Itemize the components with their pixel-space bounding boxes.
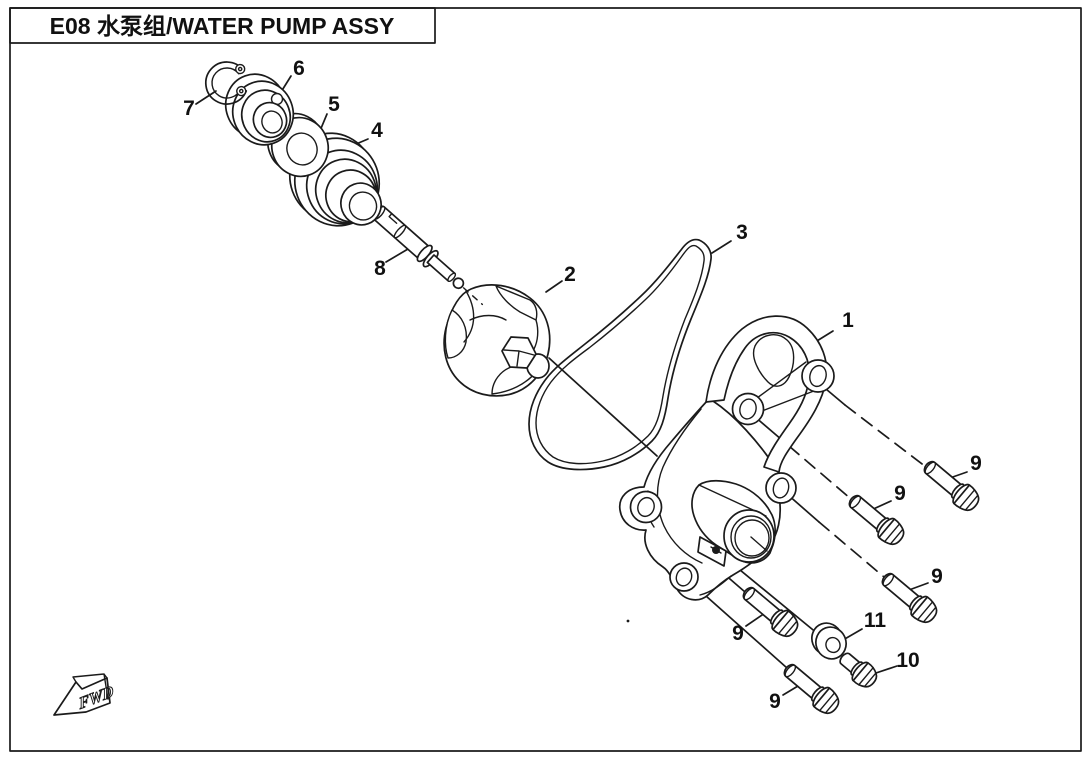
callout-9c[interactable]: 9 xyxy=(931,565,943,588)
title-block: E08 水泵组/WATER PUMP ASSY xyxy=(9,7,436,44)
callout-7[interactable]: 7 xyxy=(183,97,195,120)
callout-2[interactable]: 2 xyxy=(564,263,576,286)
fwd-arrow-icon: FWD xyxy=(53,673,115,716)
callout-10[interactable]: 10 xyxy=(896,649,919,672)
part-small-washer xyxy=(811,622,847,660)
page-border xyxy=(9,7,1082,752)
callout-8[interactable]: 8 xyxy=(374,257,386,280)
part-impeller xyxy=(443,284,551,397)
callout-6[interactable]: 6 xyxy=(293,57,305,80)
callout-1[interactable]: 1 xyxy=(842,309,854,332)
page-title: E08 水泵组/WATER PUMP ASSY xyxy=(50,13,395,39)
callout-labels: 1 2 3 4 5 6 7 8 9 9 9 9 9 10 11 xyxy=(183,57,982,713)
callout-9a[interactable]: 9 xyxy=(970,452,982,475)
callout-3[interactable]: 3 xyxy=(736,221,748,244)
callout-4[interactable]: 4 xyxy=(371,119,383,142)
callout-9e[interactable]: 9 xyxy=(769,690,781,713)
callout-5[interactable]: 5 xyxy=(328,93,340,116)
part-pump-body xyxy=(618,315,835,601)
part-circlip xyxy=(204,61,248,105)
callout-9d[interactable]: 9 xyxy=(732,622,744,645)
title-box xyxy=(9,7,436,44)
part-gasket xyxy=(528,238,712,471)
callout-11[interactable]: 11 xyxy=(864,609,887,632)
callout-9b[interactable]: 9 xyxy=(894,482,906,505)
